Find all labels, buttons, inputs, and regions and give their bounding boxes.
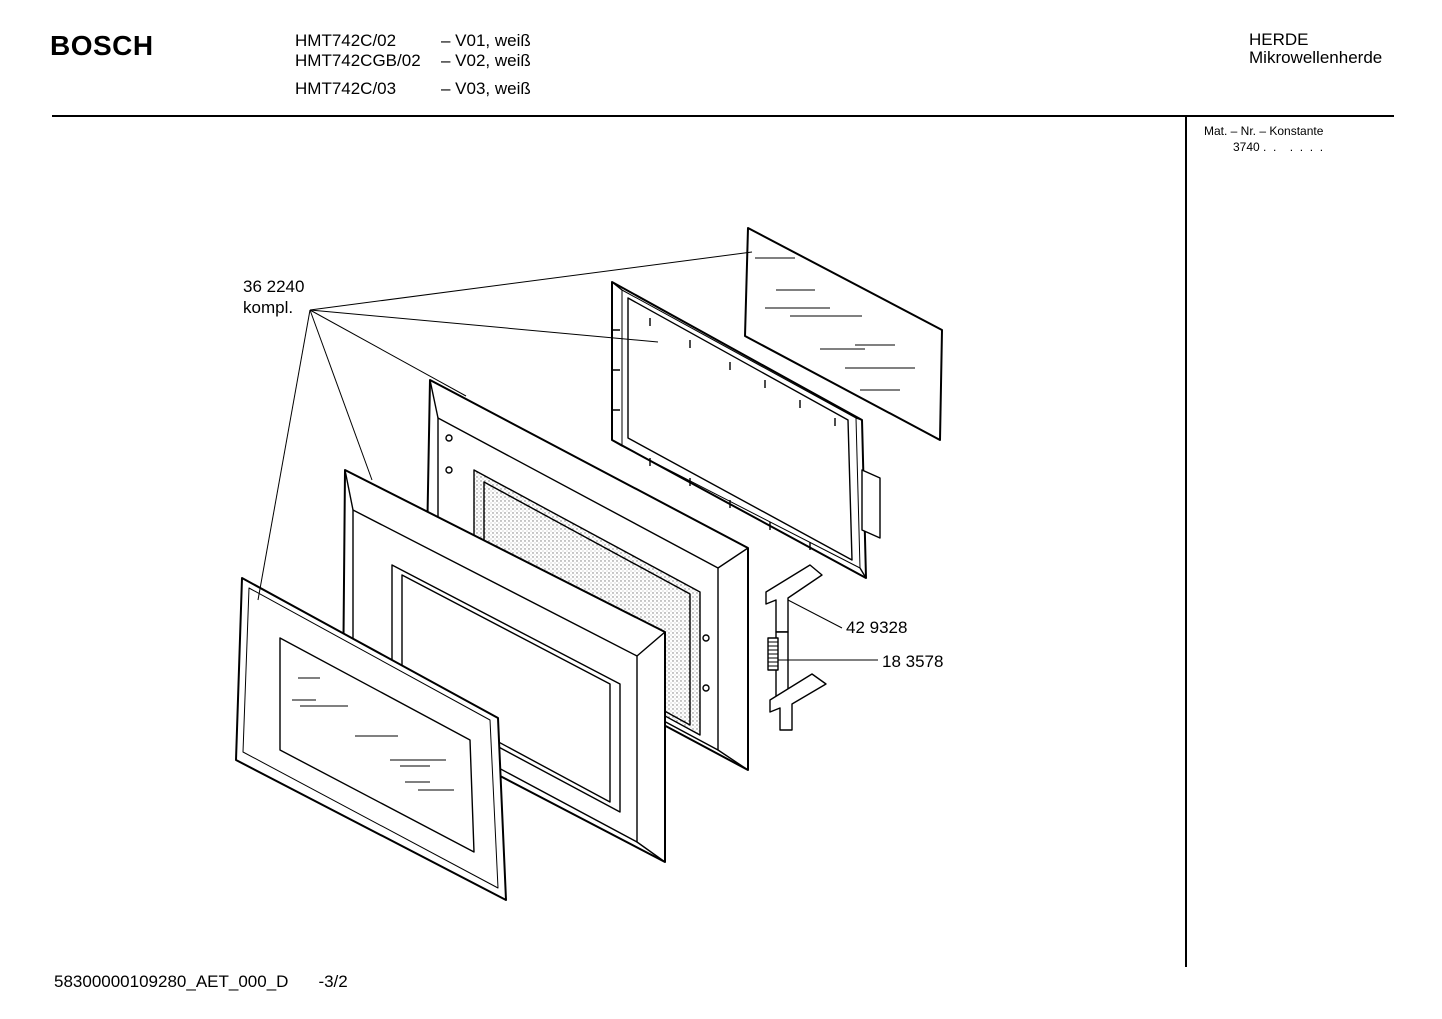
model-code: HMT742C/02 <box>295 31 397 50</box>
exploded-door-diagram: 36 2240 kompl. 42 9328 18 3578 <box>235 227 943 901</box>
inner-door-frame <box>611 281 881 579</box>
model-code: HMT742C/03 <box>295 79 397 98</box>
model-variant: – V03, weiß <box>441 79 531 98</box>
model-line-1: HMT742C/02 – V01, weiß <box>295 31 531 51</box>
document-id: 58300000109280_AET_000_D <box>54 972 289 991</box>
brand-logo: BOSCH <box>50 30 154 61</box>
glass-pane-front <box>235 577 507 901</box>
hinge-part <box>765 564 827 731</box>
model-variant: – V01, weiß <box>441 31 531 50</box>
leader-lines <box>257 251 878 661</box>
side-panel-divider <box>1185 117 1187 967</box>
part-label-door-number: 36 2240 <box>243 277 304 296</box>
header-divider <box>52 115 1394 117</box>
model-variant: – V02, weiß <box>441 51 531 70</box>
material-heading: Mat. – Nr. – Konstante <box>1204 124 1324 138</box>
material-value: 3740 . . . . . . <box>1233 140 1324 154</box>
spring-part <box>767 637 779 671</box>
glass-pane-rear <box>744 227 943 441</box>
part-label-door-suffix: kompl. <box>243 298 293 317</box>
door-front-frame <box>342 469 666 863</box>
page-number: -3/2 <box>318 972 348 991</box>
model-code: HMT742CGB/02 <box>295 51 421 70</box>
footer: 58300000109280_AET_000_D -3/2 <box>54 972 348 992</box>
subcategory-title: Mikrowellenherde <box>1249 48 1383 67</box>
model-line-3: HMT742C/03 – V03, weiß <box>295 79 531 99</box>
part-label-hinge: 42 9328 <box>846 618 907 637</box>
model-line-2: HMT742CGB/02 – V02, weiß <box>295 51 531 71</box>
part-label-spring: 18 3578 <box>882 652 943 671</box>
category-title: HERDE <box>1249 30 1309 49</box>
